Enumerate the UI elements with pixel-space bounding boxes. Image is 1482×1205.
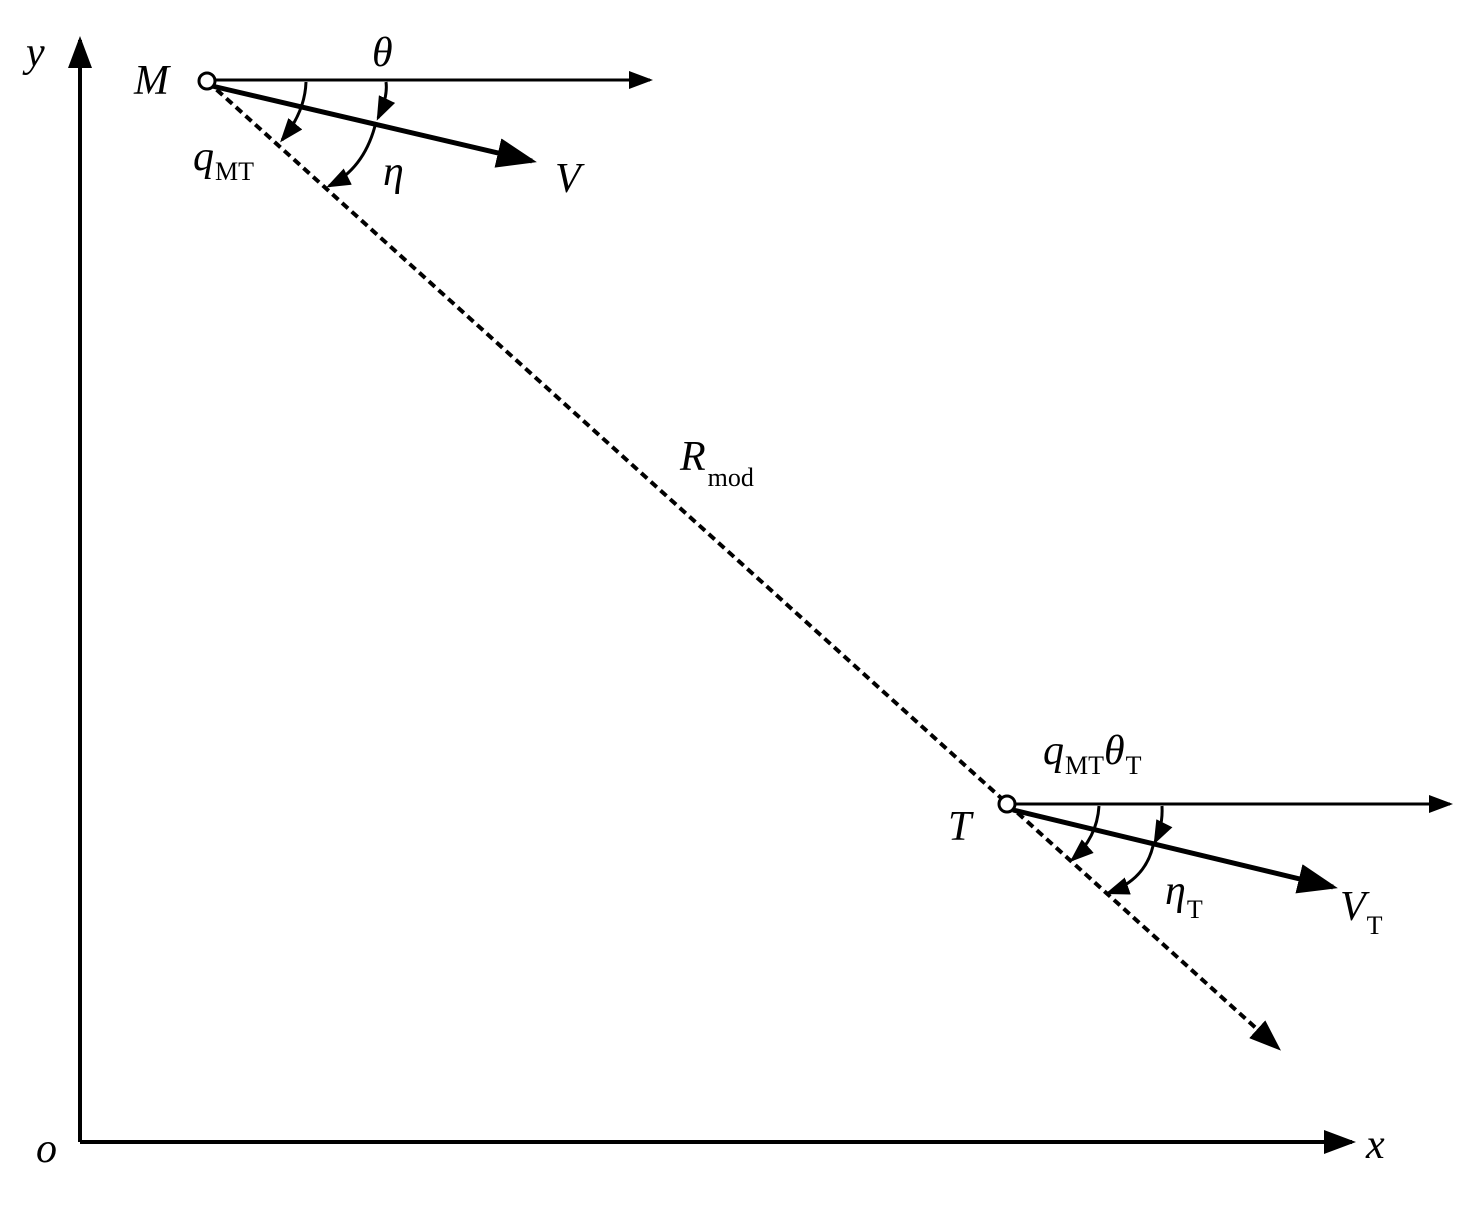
missile-eta-arc [326, 121, 378, 188]
qmt-label: qMT [193, 134, 254, 186]
missile-label: M [133, 58, 171, 104]
target-velocity-label: VT [1340, 884, 1383, 940]
x-axis-label: x [1365, 1122, 1385, 1168]
target-qmt-arc [1069, 805, 1101, 862]
line-of-sight-dashed [205, 79, 1281, 1051]
target-eta-subscript: T [1187, 895, 1203, 924]
theta-label: θ [372, 30, 393, 76]
target-theta-subscript: T [1126, 751, 1142, 780]
target-velocity-main: V [1340, 884, 1370, 930]
target-point [997, 794, 1017, 814]
y-axis-label: y [22, 30, 45, 76]
target-theta-arc [1153, 805, 1173, 845]
target-qmt-main: q [1043, 728, 1064, 774]
target-eta-main: η [1165, 868, 1186, 914]
eta-label: η [383, 149, 404, 195]
target-eta-arc [1105, 845, 1155, 895]
target-eta-label: ηT [1165, 868, 1203, 924]
qmt-main: q [193, 134, 214, 180]
velocity-label: V [555, 156, 585, 202]
target-velocity-vector [1012, 807, 1338, 894]
target-label: T [948, 804, 974, 850]
range-subscript: mod [708, 463, 754, 492]
range-main: R [679, 434, 706, 480]
qmt-subscript: MT [215, 157, 254, 186]
missile-velocity-vector [211, 83, 537, 168]
target-qmt-subscript: MT [1065, 751, 1104, 780]
target-theta-main: θ [1104, 728, 1125, 774]
origin-label: o [36, 1126, 57, 1172]
target-velocity-subscript: T [1367, 911, 1383, 940]
target-qmt-theta-label: qMTθT [1043, 728, 1142, 780]
missile-theta-arc [376, 81, 396, 121]
range-label: Rmod [679, 434, 754, 492]
missile-qmt-arc [280, 81, 308, 143]
missile-point [197, 71, 217, 91]
